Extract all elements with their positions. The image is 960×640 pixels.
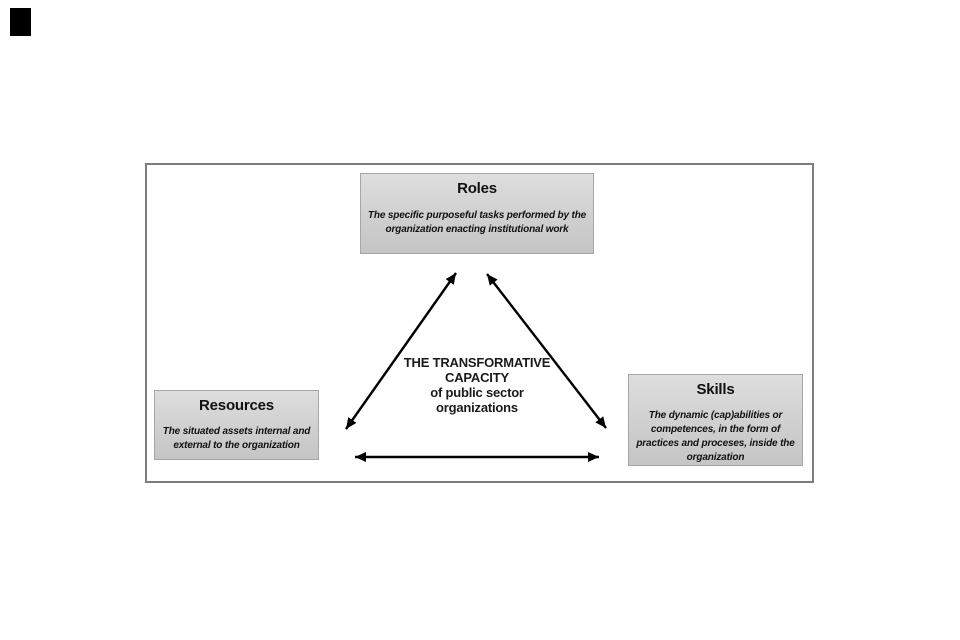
node-roles: Roles The specific purposeful tasks perf… [360, 173, 594, 254]
node-skills-description-line: competences, in the form of [650, 424, 781, 435]
center-label-line: organizations [436, 400, 518, 415]
node-roles-description-line: organization enacting institutional work [385, 224, 569, 235]
center-label: THE TRANSFORMATIVE CAPACITY of public se… [347, 355, 607, 415]
node-skills-description-line: practices and proceses, inside the [636, 438, 795, 449]
node-skills-description-line: The dynamic (cap)abilities or [648, 410, 783, 421]
node-roles-description-line: The specific purposeful tasks performed … [367, 210, 587, 221]
node-skills-description: The dynamic (cap)abilities or competence… [629, 409, 802, 465]
node-resources-title: Resources [199, 397, 274, 414]
center-label-line: of public sector [430, 385, 524, 400]
node-roles-description: The specific purposeful tasks performed … [361, 209, 593, 237]
node-roles-title: Roles [457, 180, 497, 197]
node-resources-description-line: external to the organization [173, 440, 300, 451]
node-skills-title: Skills [696, 381, 735, 398]
center-label-line: THE TRANSFORMATIVE [403, 355, 551, 370]
node-skills-description-line: organization [686, 452, 745, 463]
node-skills: Skills The dynamic (cap)abilities or com… [628, 374, 803, 466]
node-resources-description: The situated assets internal and externa… [155, 425, 318, 453]
node-resources-description-line: The situated assets internal and [162, 426, 311, 437]
corner-mark-square [10, 8, 31, 36]
diagram-frame [145, 163, 814, 483]
node-resources: Resources The situated assets internal a… [154, 390, 319, 460]
center-label-line: CAPACITY [445, 370, 509, 385]
